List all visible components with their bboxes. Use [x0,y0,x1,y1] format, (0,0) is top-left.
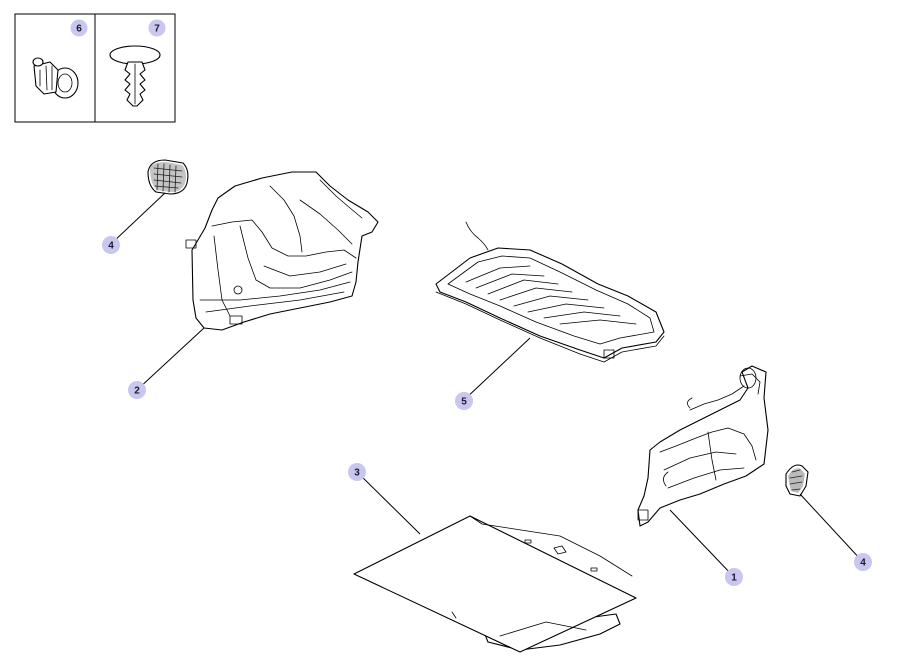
leader-3 [356,471,421,535]
callout-2[interactable]: 2 [128,381,146,399]
christmas-tree-clip[interactable] [109,45,161,107]
access-cover-right[interactable] [785,464,809,497]
access-cover-left[interactable] [147,159,189,195]
leader-1 [669,509,734,577]
callout-1[interactable]: 1 [725,568,743,586]
fastener-inset: 6 7 [14,13,176,123]
callout-2-label: 2 [134,386,140,397]
leader-2 [137,327,205,390]
callout-1-label: 1 [731,573,737,584]
callout-7-label: 7 [154,24,160,35]
callout-4-right[interactable]: 4 [854,553,872,571]
callout-6-label: 6 [76,24,82,35]
callout-3-label: 3 [354,468,360,479]
leader-5 [463,337,531,401]
callout-6[interactable]: 6 [70,19,88,37]
leader-4a [111,192,166,244]
callout-4-left-label: 4 [108,241,114,252]
callout-5-label: 5 [461,397,467,408]
callout-5[interactable]: 5 [455,392,473,410]
left-trunk-side-trim-panel[interactable] [185,171,379,331]
callout-7[interactable]: 7 [148,19,166,37]
trunk-floor-mat[interactable] [353,515,637,653]
callout-3[interactable]: 3 [348,463,366,481]
rear-shelf-panel[interactable] [435,221,665,363]
right-trunk-side-trim-panel[interactable] [637,365,769,527]
callout-4-right-label: 4 [860,558,866,569]
leader-4b [799,493,863,562]
push-pin-fastener[interactable] [32,57,79,99]
callout-4-left[interactable]: 4 [102,236,120,254]
